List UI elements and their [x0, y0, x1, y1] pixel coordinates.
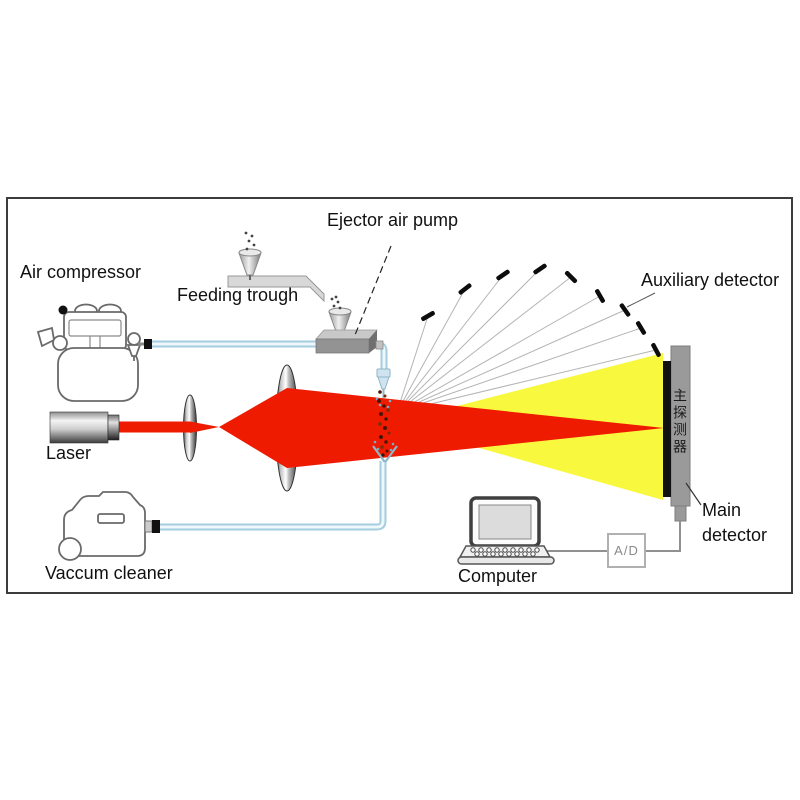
- ejector-pump-pointer-line: [354, 245, 392, 336]
- scattering-rays: [396, 268, 657, 413]
- feeding-trough-label: Feeding trough: [177, 285, 299, 305]
- ejector-air-pump-label: Ejector air pump: [327, 210, 459, 230]
- vacuum-cleaner-icon: [58, 491, 160, 561]
- main-detector-label-line2: detector: [702, 525, 768, 545]
- main-detector-label-line1: Main: [702, 500, 742, 520]
- laser-icon: [49, 411, 120, 444]
- feeding-trough-icon: [227, 248, 325, 303]
- air-compressor-label: Air compressor: [20, 262, 142, 282]
- main-detector-bar: [663, 345, 691, 522]
- vacuum-cleaner-label: Vaccum cleaner: [45, 563, 173, 583]
- ejector-air-pump-icon: [315, 329, 384, 354]
- sample-particle-stream: [244, 231, 395, 457]
- laser-label: Laser: [46, 443, 92, 463]
- suction-tube-to-vacuum: [160, 461, 387, 531]
- ad-converter-box: [607, 533, 646, 568]
- auxiliary-detector-label: Auxiliary detector: [641, 270, 780, 290]
- auxiliary-detector-pointer-line: [626, 292, 656, 308]
- air-compressor-icon: [36, 303, 152, 402]
- main-detector-chinese-label: 主探测器: [672, 388, 688, 456]
- collection-funnel: [372, 445, 398, 463]
- computer-icon: [457, 496, 555, 565]
- auxiliary-detector-array: [421, 263, 661, 357]
- ad-converter-label: A/D: [614, 543, 639, 558]
- computer-label: Computer: [458, 566, 538, 586]
- main-detector-pointer-line: [685, 482, 702, 506]
- signal-wires: [545, 521, 681, 552]
- sample-inlet-funnel: [328, 307, 352, 335]
- dispersion-nozzle: [376, 368, 391, 398]
